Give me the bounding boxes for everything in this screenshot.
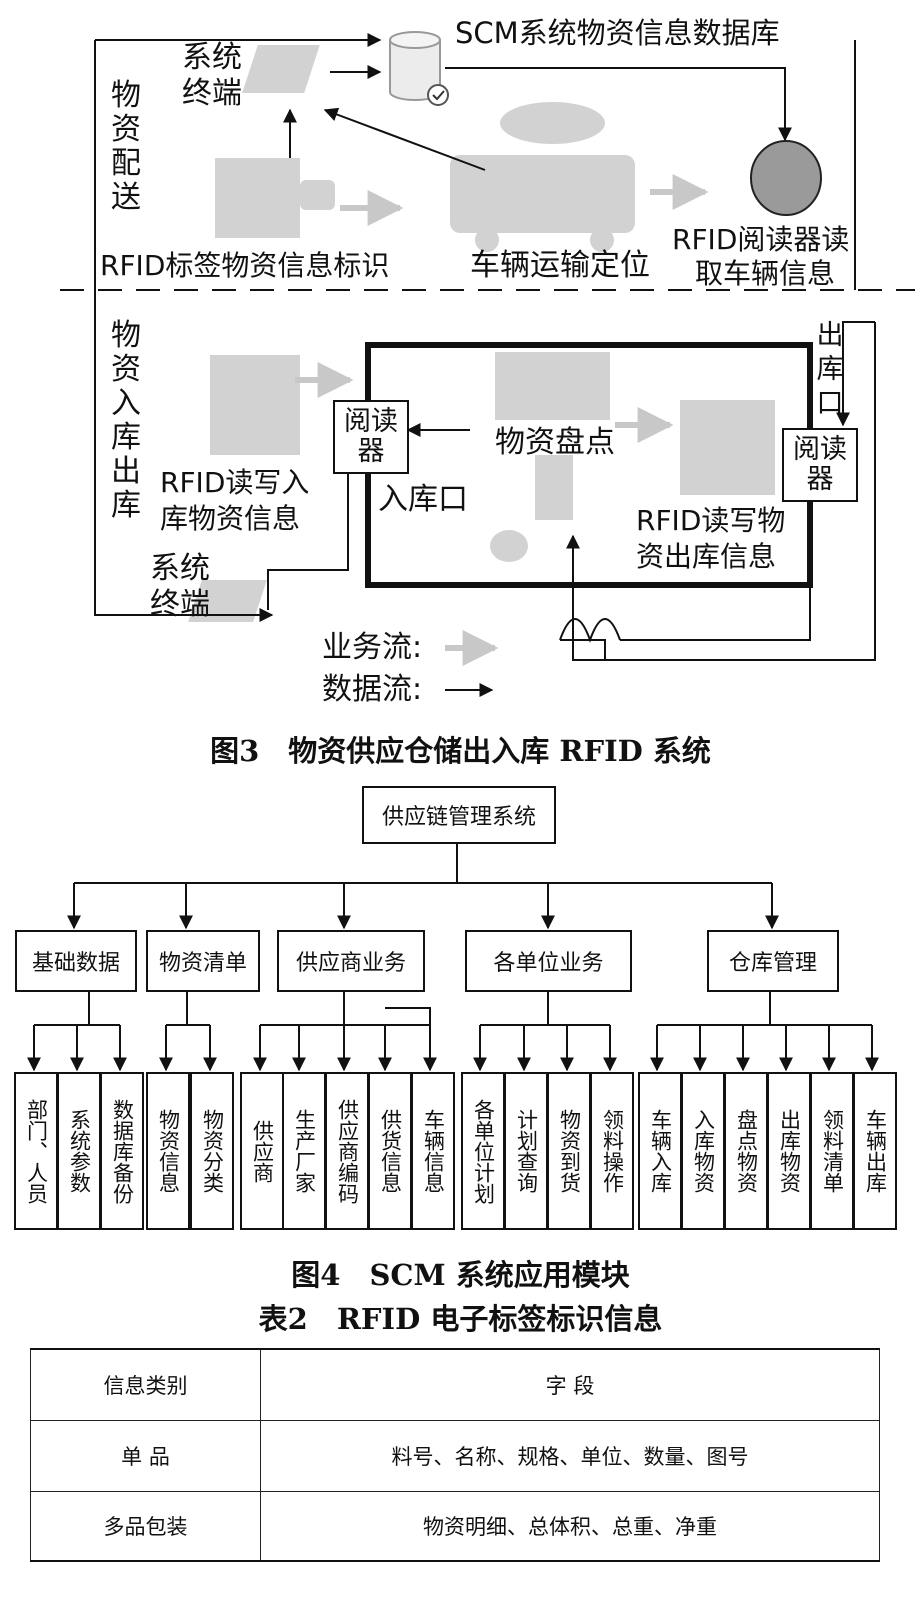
rfid-logo-icon <box>490 530 528 562</box>
wh-char: 库 <box>111 420 141 455</box>
terminal-bottom-line2: 终端 <box>150 587 210 622</box>
dist-char: 送 <box>111 180 141 215</box>
inbound-port-label: 入库口 <box>378 482 468 517</box>
rfid-tag-scanner-icon <box>215 158 300 238</box>
rfid-in-line2: 库物资信息 <box>160 502 301 535</box>
legend-business-label: 业务流: <box>322 630 423 665</box>
wh-char: 出 <box>111 454 141 489</box>
leaf-node: 供货信息 <box>368 1072 412 1230</box>
rfid-in-line1: RFID读写入 <box>160 466 310 499</box>
leaf-node: 领料清单 <box>810 1072 854 1230</box>
leaf-node: 系统参数 <box>57 1072 101 1230</box>
legend-data-label: 数据流: <box>322 672 423 707</box>
wh-char: 物 <box>111 318 141 353</box>
dist-char: 物 <box>111 78 141 113</box>
leaf-node: 盘点物资 <box>724 1072 768 1230</box>
dist-char: 配 <box>111 146 141 181</box>
group-node: 供应商业务 <box>277 930 425 992</box>
terminal-top-line1: 系统 <box>182 40 242 75</box>
inbound-reader-box: 阅读 器 <box>333 400 409 474</box>
figure-4-tree-lines <box>27 840 879 1072</box>
truck-wheel-icon <box>475 228 499 252</box>
hand-scanner-icon <box>300 180 335 210</box>
leaf-node: 物资信息 <box>146 1072 190 1230</box>
leaf-node: 供应商 <box>240 1072 284 1230</box>
leaf-node: 部门、人员 <box>14 1072 58 1230</box>
wh-char: 入 <box>111 386 141 421</box>
rfid-out-line2: 资出库信息 <box>636 540 777 573</box>
reader-left-line2: 器 <box>357 436 385 467</box>
leaf-node: 计划查询 <box>504 1072 548 1230</box>
table-2-caption: 表2 RFID 电子标签标识信息 <box>258 1302 663 1336</box>
rfid-tag-info-table: 信息类别 字 段 单 品 料号、名称、规格、单位、数量、图号 多品包装 物资明细… <box>30 1348 880 1562</box>
leaf-node: 各单位计划 <box>461 1072 505 1230</box>
rfid-reader-icon <box>750 140 822 216</box>
reader-left-line1: 阅读 <box>344 406 398 437</box>
db-label: SCM系统物资信息数据库 <box>455 16 780 50</box>
out-char: 库 <box>816 354 844 385</box>
leaf-node: 车辆出库 <box>853 1072 897 1230</box>
database-icon <box>389 31 449 106</box>
leaf-node: 入库物资 <box>681 1072 725 1230</box>
reader-right-line2: 器 <box>806 464 834 495</box>
dist-char: 资 <box>111 112 141 147</box>
leaf-node: 供应商编码 <box>325 1072 369 1230</box>
figure-3-caption: 图3 物资供应仓储出入库 RFID 系统 <box>210 734 711 768</box>
figure-4-caption: 图4 SCM 系统应用模块 <box>291 1258 630 1292</box>
out-char: 口 <box>816 388 844 419</box>
rfid-out-line1: RFID读写物 <box>636 504 786 537</box>
table-cell: 多品包装 <box>30 1491 261 1562</box>
group-node: 各单位业务 <box>465 930 632 992</box>
warehouse-shelves-icon <box>495 352 610 420</box>
table-cell: 单 品 <box>30 1420 261 1492</box>
table-row: 单 品 料号、名称、规格、单位、数量、图号 <box>30 1420 880 1492</box>
reader-vehicle-line1: RFID阅读器读 <box>672 223 850 256</box>
truck-wheel-icon <box>590 228 614 252</box>
forklift-in-icon <box>210 355 300 455</box>
out-char: 出 <box>816 320 844 351</box>
leaf-node: 数据库备份 <box>100 1072 144 1230</box>
leaf-node: 生产厂家 <box>282 1072 326 1230</box>
table-row: 信息类别 字 段 <box>30 1348 880 1421</box>
table-cell: 物资明细、总体积、总重、净重 <box>260 1491 880 1562</box>
vehicle-locate-label: 车辆运输定位 <box>470 248 650 283</box>
table-cell: 字 段 <box>260 1348 880 1421</box>
leaf-node: 领料操作 <box>590 1072 634 1230</box>
wh-char: 资 <box>111 352 141 387</box>
root-node: 供应链管理系统 <box>362 786 556 844</box>
group-node: 仓库管理 <box>707 930 839 992</box>
terminal-top-line2: 终端 <box>182 76 242 111</box>
leaf-node: 出库物资 <box>767 1072 811 1230</box>
outbound-reader-box: 阅读 器 <box>782 428 858 502</box>
inventory-label: 物资盘点 <box>495 425 615 460</box>
table-cell: 料号、名称、规格、单位、数量、图号 <box>260 1420 880 1492</box>
terminal-bottom-line1: 系统 <box>150 551 210 586</box>
table-row: 多品包装 物资明细、总体积、总重、净重 <box>30 1491 880 1562</box>
group-node: 基础数据 <box>15 930 137 992</box>
rfid-tag-label: RFID标签物资信息标识 <box>100 249 390 282</box>
forklift-out-icon <box>680 400 775 495</box>
gps-antenna-icon <box>500 102 605 144</box>
wh-char: 库 <box>111 488 141 523</box>
leaf-node: 物资分类 <box>190 1072 234 1230</box>
handheld-reader-icon <box>535 455 573 520</box>
reader-vehicle-line2: 取车辆信息 <box>695 257 836 290</box>
group-node: 物资清单 <box>146 930 260 992</box>
leaf-node: 车辆入库 <box>638 1072 682 1230</box>
leaf-node: 物资到货 <box>547 1072 591 1230</box>
table-cell: 信息类别 <box>30 1348 261 1421</box>
figure-3-connectors <box>60 31 915 697</box>
reader-right-line1: 阅读 <box>793 434 847 465</box>
leaf-node: 车辆信息 <box>411 1072 455 1230</box>
